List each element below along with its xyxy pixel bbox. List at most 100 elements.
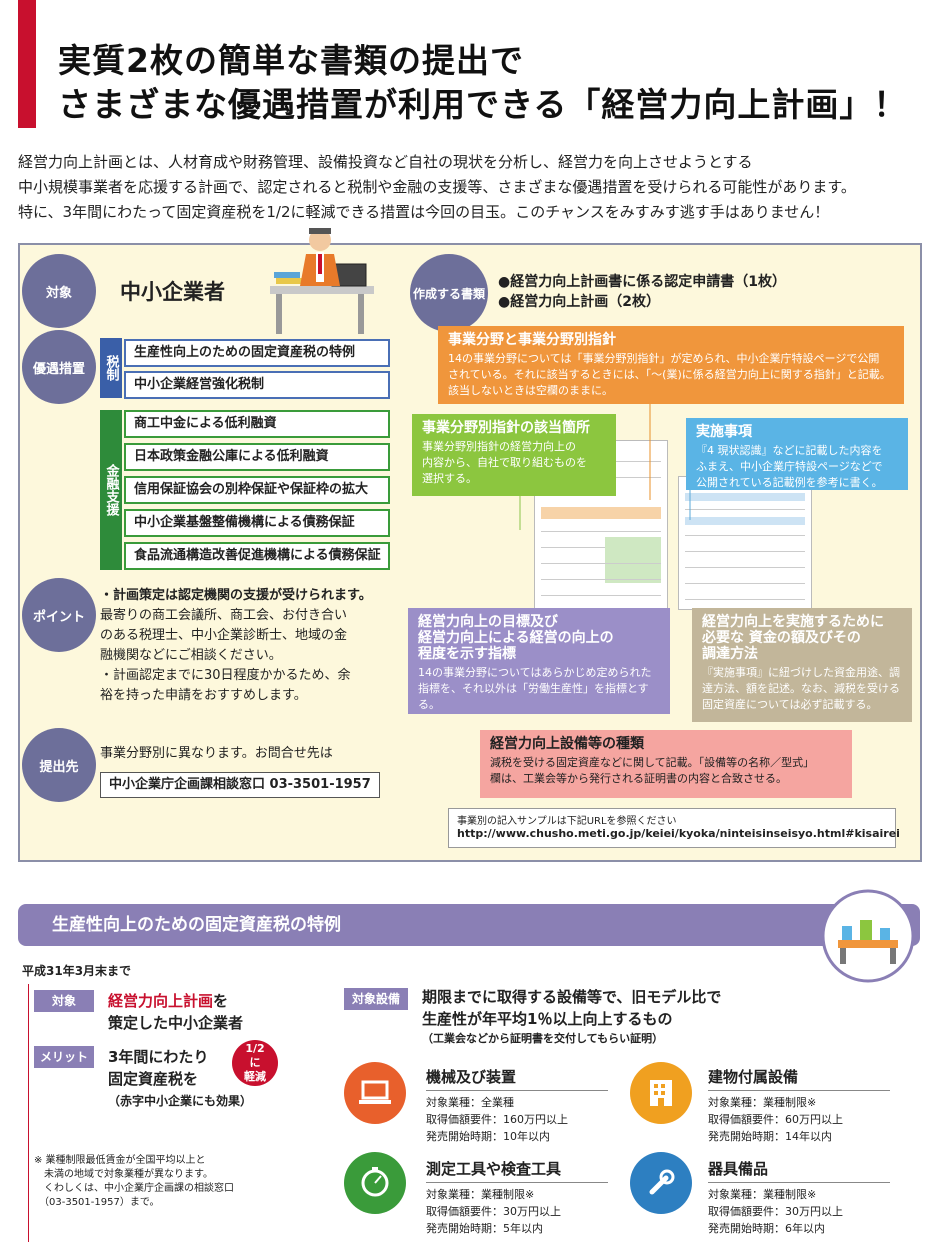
item-building-desc: 対象業種：業種制限※ 取得価額要件：60万円以上 発売開始時期：14年以内 <box>708 1094 843 1145</box>
document-item-1: ●経営力向上計画書に係る認定申請書（1枚） <box>498 274 786 290</box>
factory-icon <box>821 889 915 983</box>
section2-left-rule <box>28 984 29 1242</box>
item-machinery-line-2: 取得価額要件：160万円以上 <box>426 1113 568 1126</box>
finance-item-2: 日本政策金融公庫による低利融資 <box>124 443 390 471</box>
merit-note: （赤字中小企業にも効果） <box>108 1094 253 1108</box>
point-line-5: ・計画認定までに30日程度かかるため、余 <box>100 668 351 683</box>
callout-targets-body-1: 14の事業分野についてはあらかじめ定められた <box>418 666 652 679</box>
callout-funding-body-2: 達方法、額を記述。なお、減税を受ける <box>702 682 900 695</box>
footnote-2: 未満の地域で対象業種が異なります。 <box>34 1169 213 1180</box>
callout-equipment-type-body-2: 欄は、工業会等から発行される証明書の内容と合致させる。 <box>490 772 787 785</box>
tax-item-1: 生産性向上のための固定資産税の特例 <box>124 339 390 367</box>
footnote-3: くわしくは、中小企業庁企画課の相談窓口 <box>34 1183 234 1194</box>
tax-item-2: 中小企業経営強化税制 <box>124 371 390 399</box>
callout-business-field-body-1: 14の事業分野については「事業分野別指針」が定められ、中小企業庁特設ページで公開 <box>448 352 880 365</box>
intro-line-2: 中小規模事業者を応援する計画で、認定されると税制や金融の支援等、さまざまな優遇措… <box>18 178 856 196</box>
item-fixtures-line-2: 取得価額要件：30万円以上 <box>708 1205 843 1218</box>
finance-item-4: 中小企業基盤整備機構による債務保証 <box>124 509 390 537</box>
item-building-line-1: 対象業種：業種制限※ <box>708 1096 817 1109</box>
callout-implementation-body-1: 『4 現状認識』などに記載した内容を <box>696 444 883 457</box>
callout-funding-body-3: 固定資産については必ず記載する。 <box>702 698 878 711</box>
target-badge: 対象 <box>22 254 96 328</box>
item-machinery-title: 機械及び装置 <box>426 1066 608 1091</box>
item-tools-line-1: 対象業種：業種制限※ <box>426 1188 535 1201</box>
title-accent-bar <box>18 0 36 128</box>
finance-item-5: 食品流通構造改善促進機構による債務保証 <box>124 542 390 570</box>
point-line-3: のある税理士、中小企業診断士、地域の金 <box>100 628 348 643</box>
building-icon <box>630 1062 692 1124</box>
laptop-icon <box>344 1062 406 1124</box>
callout-targets-title-3: 程度を示す指標 <box>418 646 516 662</box>
item-machinery-desc: 対象業種：全業種 取得価額要件：160万円以上 発売開始時期：10年以内 <box>426 1094 568 1145</box>
callout-implementation-body-2: ふまえ、中小企業庁特設ページなどで <box>696 460 883 473</box>
callout-guideline-section: 事業分野別指針の該当箇所 事業分野別指針の経営力向上の 内容から、自社で取り組む… <box>412 414 616 496</box>
item-tools-desc: 対象業種：業種制限※ 取得価額要件：30万円以上 発売開始時期：5年以内 <box>426 1186 561 1237</box>
equipment-line3: （工業会などから証明書を交付してもらい証明） <box>422 1032 664 1045</box>
target-line1: 経営力向上計画を <box>108 990 228 1011</box>
callout-funding-title-3: 調達方法 <box>702 646 758 662</box>
sample-note: 事業別の記入サンプルは下記URLを参照ください <box>457 816 677 827</box>
point-badge: ポイント <box>22 578 96 652</box>
merit-badge-1: 1/2 <box>245 1042 265 1055</box>
merit-tag: メリット <box>34 1046 94 1068</box>
callout-implementation: 実施事項 『4 現状認識』などに記載した内容を ふまえ、中小企業庁特設ページなど… <box>686 418 908 490</box>
footnote-4: （03-3501-1957）まで。 <box>34 1197 160 1208</box>
footnote-1: ※ 業種制限最低賃金が全国平均以上と <box>34 1155 206 1166</box>
callout-guideline-section-body-2: 内容から、自社で取り組むものを <box>422 456 587 469</box>
callout-implementation-body-3: 公開されている記載例を参考に書く。 <box>696 476 883 489</box>
item-building-line-3: 発売開始時期：14年以内 <box>708 1130 832 1143</box>
callout-business-field-title: 事業分野と事業分野別指針 <box>448 332 616 348</box>
merit-line1: 3年間にわたり <box>108 1048 209 1066</box>
item-tools-line-2: 取得価額要件：30万円以上 <box>426 1205 561 1218</box>
gauge-icon <box>344 1152 406 1214</box>
callout-targets-body-2: 指標を、それ以外は「労働生産性」を指標とする。 <box>418 682 649 711</box>
callout-equipment-type-title: 経営力向上設備等の種類 <box>490 736 644 752</box>
point-line-4: 融機関などにご相談ください。 <box>100 648 282 663</box>
tax-label: 税制 <box>100 338 122 398</box>
target-line2: 策定した中小企業者 <box>108 1014 244 1032</box>
callout-equipment-type: 経営力向上設備等の種類 減税を受ける固定資産などに関して記載。「設備等の名称／型… <box>480 730 852 798</box>
tax-label-text: 税制 <box>103 355 119 381</box>
page-title-line1: 実質2枚の簡単な書類の提出で <box>58 41 524 80</box>
finance-label-text: 金融支援 <box>103 464 119 516</box>
target-tag: 対象 <box>34 990 94 1012</box>
wrench-icon <box>630 1152 692 1214</box>
callout-implementation-title: 実施事項 <box>696 424 752 440</box>
item-tools-line-3: 発売開始時期：5年以内 <box>426 1222 543 1235</box>
documents-badge: 作成する書類 <box>410 254 488 332</box>
item-machinery-line-3: 発売開始時期：10年以内 <box>426 1130 550 1143</box>
callout-guideline-section-body-1: 事業分野別指針の経営力向上の <box>422 440 576 453</box>
submit-badge: 提出先 <box>22 728 96 802</box>
item-building-title: 建物付属設備 <box>708 1066 890 1091</box>
point-line-2: 最寄りの商工会議所、商工会、お付き合い <box>100 608 348 623</box>
target-red: 経営力向上計画 <box>108 992 214 1010</box>
item-fixtures-desc: 対象業種：業種制限※ 取得価額要件：30万円以上 発売開始時期：6年以内 <box>708 1186 843 1237</box>
point-line-1: ・計画策定は認定機関の支援が受けられます。 <box>100 588 372 603</box>
callout-business-field-body-2: されている。それに該当するときには、「～(業)に係る経営力向上に関する指針」と記… <box>448 368 891 381</box>
merit-badge: 1/2 に 軽減 <box>232 1040 278 1086</box>
footnote: ※ 業種制限最低賃金が全国平均以上と 未満の地域で対象業種が異なります。 くわし… <box>34 1154 234 1210</box>
item-fixtures-line-1: 対象業種：業種制限※ <box>708 1188 817 1201</box>
callout-funding: 経営力向上を実施するために 必要な 資金の額及びその 調達方法 『実施事項』に紐… <box>692 608 912 722</box>
callout-targets-indicators: 経営力向上の目標及び 経営力向上による経営の向上の 程度を示す指標 14の事業分… <box>408 608 670 714</box>
page-title-line2: さまざまな優遇措置が利用できる「経営力向上計画」！ <box>58 85 908 124</box>
finance-item-3: 信用保証協会の別枠保証や保証枠の拡大 <box>124 476 390 504</box>
item-fixtures-line-3: 発売開始時期：6年以内 <box>708 1222 825 1235</box>
callout-targets-title-1: 経営力向上の目標及び <box>418 614 558 630</box>
sample-url-link[interactable]: http://www.chusho.meti.go.jp/keiei/kyoka… <box>457 827 900 840</box>
finance-label: 金融支援 <box>100 410 122 570</box>
equipment-line2: 生産性が年平均1％以上向上するもの <box>422 1010 673 1028</box>
target-value: 中小企業者 <box>120 280 225 304</box>
callout-funding-body-1: 『実施事項』に紐づけした資金用途、調 <box>702 666 900 679</box>
intro-line-1: 経営力向上計画とは、人材育成や財務管理、設備投資など自社の現状を分析し、経営力を… <box>18 153 753 171</box>
document-item-2: ●経営力向上計画（2枚） <box>498 294 660 310</box>
item-tools-title: 測定工具や検査工具 <box>426 1158 608 1183</box>
equipment-tag: 対象設備 <box>344 988 408 1010</box>
callout-guideline-section-title: 事業分野別指針の該当箇所 <box>422 420 590 436</box>
callout-guideline-section-body-3: 選択する。 <box>422 472 477 485</box>
sample-url-box: 事業別の記入サンプルは下記URLを参照ください http://www.chush… <box>448 808 900 848</box>
item-machinery-line-1: 対象業種：全業種 <box>426 1096 514 1109</box>
submit-contact: 中小企業庁企画課相談窓口 03-3501-1957 <box>100 772 380 798</box>
point-line-6: 裕を持った申請をおすすめします。 <box>100 688 307 703</box>
equipment-line1: 期限までに取得する設備等で、旧モデル比で <box>422 988 722 1006</box>
